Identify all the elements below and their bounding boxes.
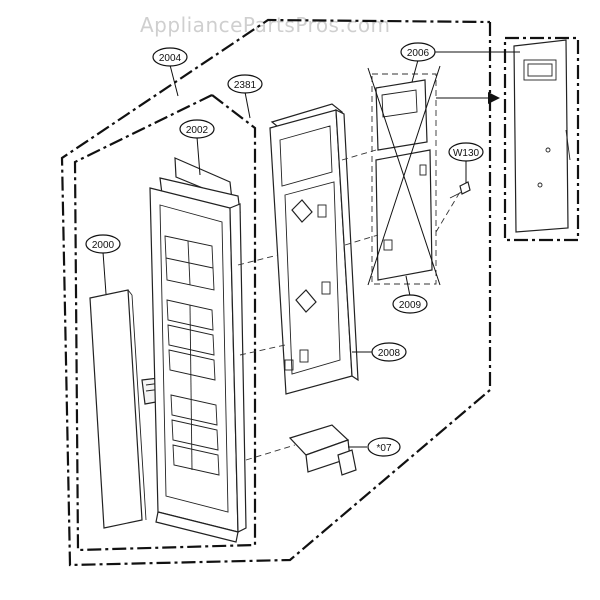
callout-2381: 2381 (227, 74, 263, 119)
callout-W130: W130 (448, 142, 484, 183)
callout-2004: 2004 (152, 47, 188, 97)
part-07-latch (288, 424, 357, 476)
callout-2000-label: 2000 (92, 240, 115, 251)
part-2381-holder (269, 103, 359, 395)
callout-W130-label: W130 (453, 148, 480, 159)
part-2002-control-panel (149, 157, 247, 543)
callout-2008: 2008 (352, 342, 407, 362)
assembly-boundary-outer (60, 18, 492, 567)
assembly-boundary-inner (73, 94, 257, 552)
callout-2006: 2006 (400, 42, 520, 83)
part-W130-screw (449, 181, 471, 199)
callout-2381-label: 2381 (234, 80, 257, 91)
watermark-text: AppliancePartsPros.com (140, 13, 391, 37)
callout-07: *07 (348, 437, 401, 457)
callout-2004-label: 2004 (159, 53, 182, 64)
relocation-arrow-head (488, 92, 500, 104)
part-2006-board (513, 39, 571, 233)
callout-2008-label: 2008 (378, 348, 401, 359)
callout-2009: 2009 (392, 275, 428, 314)
board-2009-outline (371, 73, 437, 285)
callout-2002-label: 2002 (186, 125, 209, 136)
callout-2000: 2000 (85, 234, 121, 295)
projection-lines (237, 149, 461, 461)
part-2009-board (367, 65, 441, 286)
callout-2009-label: 2009 (399, 300, 422, 311)
callout-07-label: *07 (376, 443, 391, 454)
board-2006-box (503, 36, 580, 242)
callout-2002: 2002 (179, 119, 215, 176)
callout-2006-label: 2006 (407, 48, 430, 59)
